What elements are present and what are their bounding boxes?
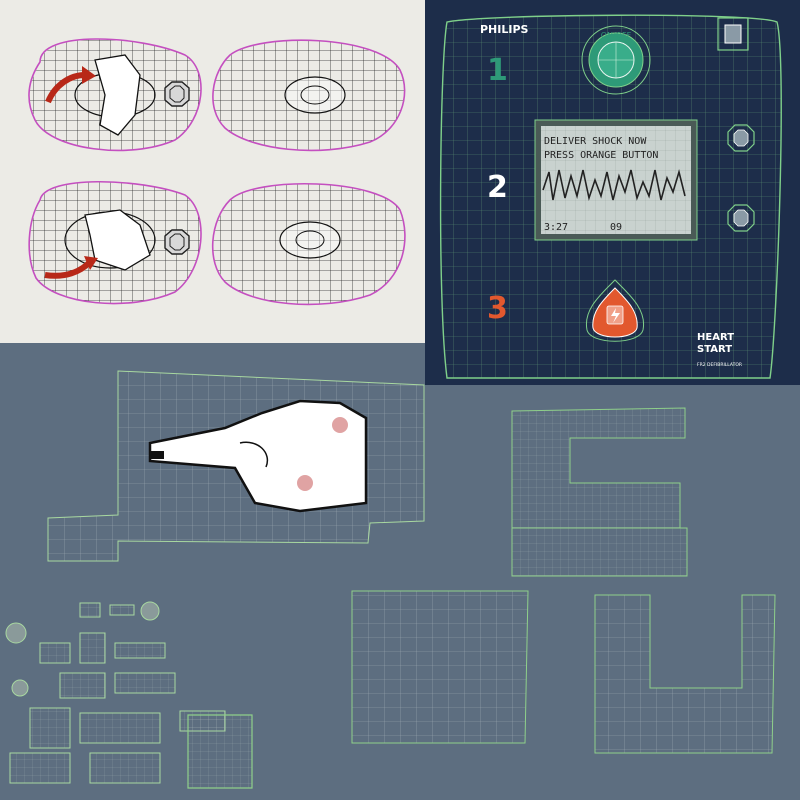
step-3-number: 3 bbox=[487, 291, 508, 326]
side-button-lower[interactable] bbox=[727, 204, 755, 232]
red-arrow-2 bbox=[44, 259, 93, 279]
pad-back-2 bbox=[211, 182, 406, 306]
electrode-pads-panel bbox=[0, 0, 425, 343]
pad-front-2 bbox=[28, 180, 202, 305]
logo-model: FR2 DEFIBRILLATOR bbox=[697, 362, 742, 368]
uv-islands bbox=[5, 370, 776, 789]
screen-time: 3:27 bbox=[544, 222, 568, 233]
screen-message-1: DELIVER SHOCK NOW bbox=[544, 136, 647, 147]
side-button-upper[interactable] bbox=[727, 124, 755, 152]
aed-screen: DELIVER SHOCK NOW PRESS ORANGE BUTTON 3:… bbox=[534, 119, 698, 241]
logo-start: START bbox=[697, 344, 732, 355]
shock-button[interactable] bbox=[585, 279, 645, 342]
logo-heart: HEART bbox=[697, 332, 734, 343]
ecg-waveform bbox=[542, 168, 686, 202]
on-off-label: ON/OFF bbox=[601, 31, 632, 40]
step-2-number: 2 bbox=[487, 170, 508, 205]
uv-island-pad-sheet bbox=[47, 370, 425, 562]
red-arrow-1 bbox=[45, 72, 86, 104]
pad-connector-2 bbox=[164, 229, 190, 255]
uv-island-small-parts bbox=[5, 601, 253, 789]
pad-back-1 bbox=[212, 39, 406, 152]
pad-placement-figure bbox=[94, 54, 141, 136]
on-off-button[interactable]: ON/OFF bbox=[581, 25, 651, 95]
uv-layout-panel bbox=[0, 343, 800, 800]
lightning-icon bbox=[611, 308, 620, 323]
uv-island-body-left bbox=[351, 590, 529, 744]
pad-front-1 bbox=[28, 38, 202, 152]
top-right-button[interactable] bbox=[717, 17, 749, 51]
uv-island-case-frame bbox=[511, 407, 688, 577]
uv-island-body-right bbox=[594, 594, 776, 754]
pad-connector-1 bbox=[164, 81, 190, 107]
screen-message-2: PRESS ORANGE BUTTON bbox=[544, 150, 658, 161]
screen-shock-count: 09 bbox=[610, 222, 622, 233]
aed-front-panel: PHILIPS 1 2 3 ON/OFF DELIVER SHOCK NOW P… bbox=[425, 0, 800, 385]
aed-device-wireframe: PHILIPS 1 2 3 ON/OFF DELIVER SHOCK NOW P… bbox=[425, 0, 800, 385]
step-1-number: 1 bbox=[487, 53, 508, 88]
electrode-pads-wireframe bbox=[28, 38, 406, 306]
brand-label: PHILIPS bbox=[480, 23, 529, 36]
